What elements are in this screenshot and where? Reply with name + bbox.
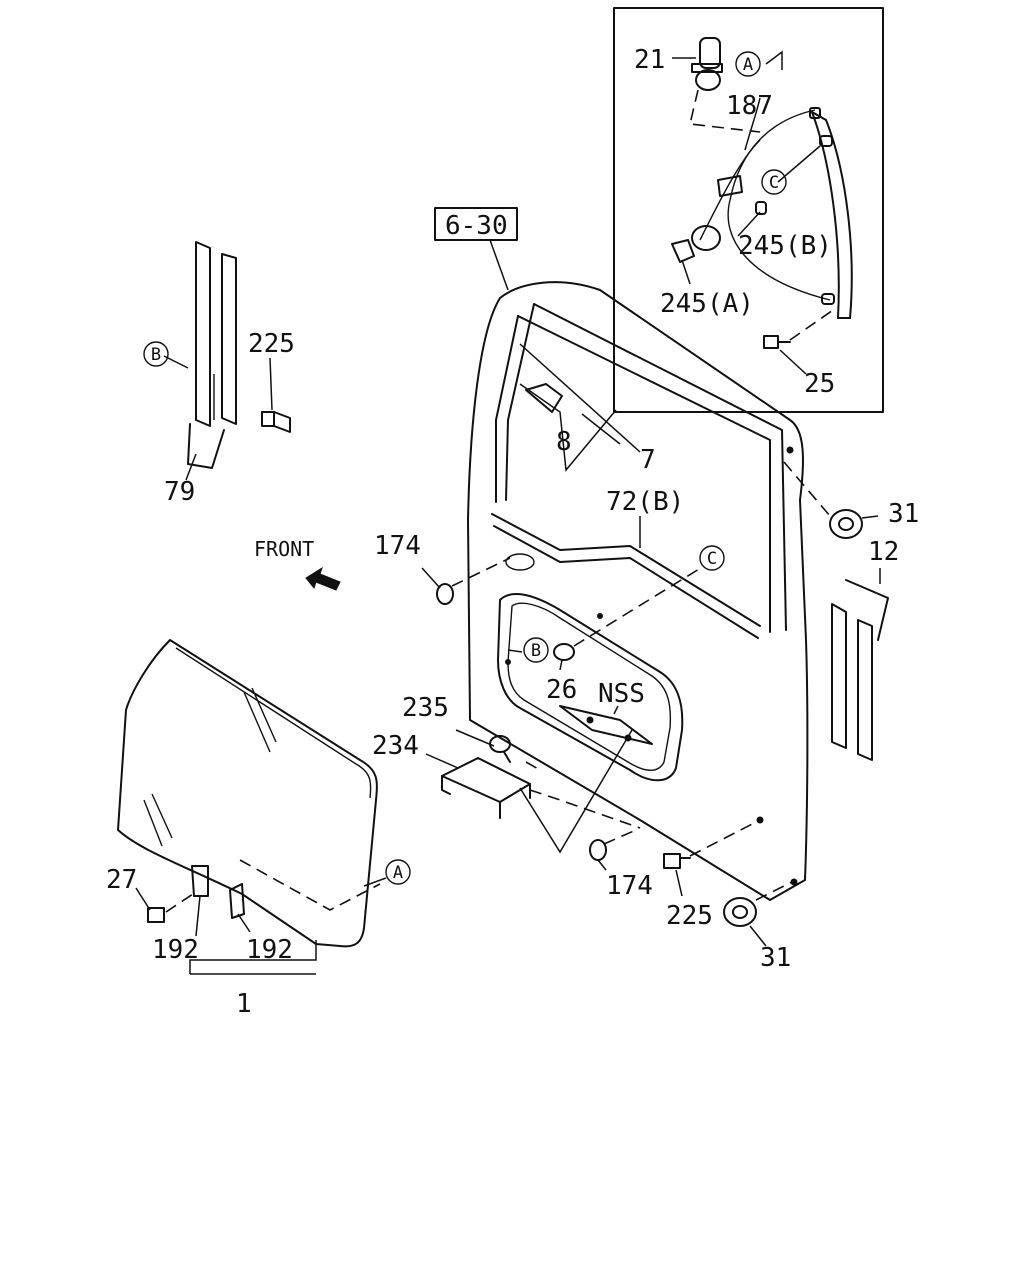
grommet-174-left xyxy=(436,583,454,605)
circled-ref-a-top: A xyxy=(735,51,761,77)
svg-text:C: C xyxy=(707,549,717,569)
circled-ref-a-glass: A xyxy=(385,859,411,885)
bolt-225-top xyxy=(261,411,291,433)
callout-245b: 245(B) xyxy=(738,231,832,261)
clip-8 xyxy=(525,383,563,413)
reference-box: 6-30 xyxy=(434,207,518,291)
callout-79: 79 xyxy=(164,477,195,507)
callout-31-bottom: 31 xyxy=(760,943,791,973)
callout-174-left: 174 xyxy=(374,531,421,561)
callout-235: 235 xyxy=(402,693,449,723)
bolt-25 xyxy=(763,335,791,349)
callout-187: 187 xyxy=(726,91,773,121)
bolt-27 xyxy=(147,907,165,923)
circled-ref-b-left: B xyxy=(143,341,169,367)
reference-box-label: 6-30 xyxy=(445,211,508,241)
door-panel xyxy=(467,281,809,901)
svg-text:B: B xyxy=(531,641,541,661)
callout-225-bottom: 225 xyxy=(666,901,713,931)
callout-27: 27 xyxy=(106,865,137,895)
callout-7: 7 xyxy=(640,445,656,475)
bolt-235 xyxy=(489,735,511,763)
run-channel-12 xyxy=(831,579,889,761)
bolt-225-bottom xyxy=(663,853,691,869)
callout-12: 12 xyxy=(868,537,899,567)
front-label: FRONT xyxy=(254,537,314,561)
callout-21: 21 xyxy=(634,45,665,75)
callout-192-b: 192 xyxy=(246,935,293,965)
regulator-motor xyxy=(691,37,723,91)
callout-25: 25 xyxy=(804,369,835,399)
grommet-174-bottom xyxy=(589,839,607,861)
svg-text:C: C xyxy=(769,173,779,193)
circled-ref-c-top: C xyxy=(761,169,787,195)
callout-245a: 245(A) xyxy=(660,289,754,319)
run-channel-79 xyxy=(187,241,237,469)
bushing-31-bottom xyxy=(723,897,757,927)
callout-26: 26 xyxy=(546,675,577,705)
svg-text:A: A xyxy=(743,55,753,75)
callout-72b: 72(B) xyxy=(606,487,684,517)
svg-text:B: B xyxy=(151,345,161,365)
callout-1: 1 xyxy=(236,989,252,1019)
door-glass-1 xyxy=(117,639,381,975)
callout-8: 8 xyxy=(556,427,572,457)
circled-ref-c-mid: C xyxy=(699,545,725,571)
nut-26 xyxy=(553,643,575,661)
front-direction-arrow xyxy=(305,566,341,591)
bushing-31-top xyxy=(829,509,863,539)
callout-174-bottom: 174 xyxy=(606,871,653,901)
circled-ref-b-mid: B xyxy=(523,637,549,663)
callout-nss: NSS xyxy=(598,679,645,709)
callout-234: 234 xyxy=(372,731,419,761)
callout-31-top: 31 xyxy=(888,499,919,529)
svg-text:A: A xyxy=(393,863,403,883)
callout-225-top: 225 xyxy=(248,329,295,359)
callout-192-a: 192 xyxy=(152,935,199,965)
bracket-234 xyxy=(441,757,531,819)
